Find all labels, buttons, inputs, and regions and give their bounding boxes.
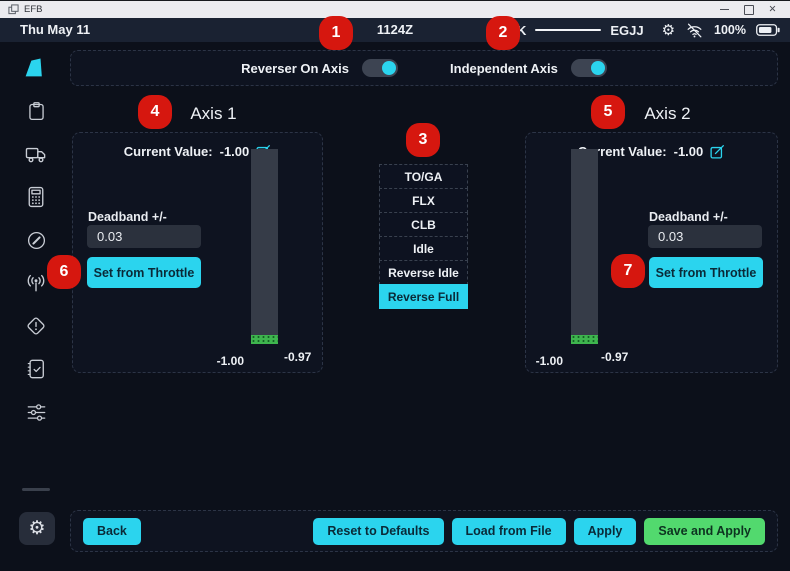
- reset-to-defaults-button[interactable]: Reset to Defaults: [313, 517, 444, 545]
- status-icons: ⚙ 100%: [662, 18, 780, 42]
- reverser-on-axis-toggle[interactable]: [362, 59, 399, 77]
- sliders-icon: [27, 403, 45, 421]
- axis2-value-bar: [571, 149, 598, 344]
- axis2-deadband-zone: [571, 335, 598, 344]
- antenna-icon: [27, 274, 45, 292]
- detent-toga[interactable]: TO/GA: [379, 164, 468, 189]
- axis-options-panel: Reverser On Axis Independent Axis: [70, 50, 778, 86]
- annotation-badge-3: 3: [406, 123, 440, 157]
- sidebar-item-comms[interactable]: [25, 272, 47, 294]
- status-date: Thu May 11: [20, 22, 91, 37]
- detent-flx[interactable]: FLX: [379, 188, 468, 213]
- sidebar-item-navigation[interactable]: [25, 229, 47, 251]
- detent-clb[interactable]: CLB: [379, 212, 468, 237]
- window-controls: [719, 4, 784, 15]
- axis2-range-high: -0.97: [601, 350, 629, 364]
- footer-bar: Back Reset to Defaults Load from File Ap…: [70, 510, 778, 552]
- edit-icon[interactable]: [710, 144, 725, 159]
- route-origin: K: [517, 22, 527, 38]
- wifi-off-icon: [687, 23, 702, 37]
- axis2-current-value-row: Current Value: -1.00: [526, 144, 777, 159]
- os-titlebar: EFB: [0, 0, 790, 18]
- axis1-set-from-throttle-button[interactable]: Set from Throttle: [87, 257, 201, 288]
- axis2-title: Axis 2: [644, 104, 691, 123]
- maximize-icon[interactable]: [743, 4, 754, 15]
- efb-statusbar: Thu May 11 1124Z K EGJJ ⚙ 100%: [0, 18, 790, 42]
- axis1-range-high: -0.97: [284, 350, 312, 364]
- annotation-badge-4: 4: [138, 95, 172, 129]
- detent-reverse-idle[interactable]: Reverse Idle: [379, 260, 468, 285]
- route-destination: EGJJ: [610, 22, 644, 38]
- axis1-title: Axis 1: [190, 104, 237, 123]
- caution-diamond-icon: [27, 317, 45, 335]
- back-button[interactable]: Back: [83, 517, 141, 545]
- reverser-on-axis-group: Reverser On Axis: [241, 59, 399, 77]
- current-value-label: Current Value:: [577, 144, 667, 159]
- annotation-badge-2: 2: [486, 16, 520, 50]
- reverser-on-axis-label: Reverser On Axis: [241, 60, 350, 76]
- clipboard-icon: [28, 101, 44, 120]
- sidebar: ⚙: [0, 42, 62, 571]
- load-from-file-button[interactable]: Load from File: [451, 517, 566, 545]
- current-value-label: Current Value:: [123, 144, 213, 159]
- detent-idle[interactable]: Idle: [379, 236, 468, 261]
- axis1-deadband-label: Deadband +/-: [88, 210, 167, 224]
- independent-axis-label: Independent Axis: [450, 60, 558, 76]
- axis1-deadband-input[interactable]: [87, 225, 201, 248]
- independent-axis-toggle[interactable]: [570, 59, 607, 77]
- sidebar-item-performance[interactable]: [25, 186, 47, 208]
- battery-icon: [756, 24, 780, 36]
- axis1-current-value-row: Current Value: -1.00: [73, 144, 322, 159]
- save-and-apply-button[interactable]: Save and Apply: [644, 517, 765, 545]
- sidebar-item-options[interactable]: [25, 401, 47, 423]
- truck-icon: [25, 147, 46, 163]
- annotation-badge-7: 7: [611, 254, 645, 288]
- axis2-deadband-label: Deadband +/-: [649, 210, 728, 224]
- sidebar-item-failures[interactable]: [25, 315, 47, 337]
- airline-logo-icon: [25, 58, 42, 77]
- axis2-set-from-throttle-button[interactable]: Set from Throttle: [649, 257, 763, 288]
- compass-icon: [27, 231, 45, 249]
- minimize-icon[interactable]: [719, 4, 730, 15]
- sidebar-item-checklists[interactable]: [25, 358, 47, 380]
- checklist-icon: [27, 359, 44, 379]
- annotation-badge-1: 1: [319, 16, 353, 50]
- status-time: 1124Z: [376, 22, 414, 37]
- gear-icon[interactable]: ⚙: [661, 21, 676, 39]
- axis1-value-bar: [251, 149, 278, 344]
- annotation-badge-6: 6: [47, 255, 81, 289]
- current-value: -1.00: [673, 144, 704, 159]
- axis2-deadband-input[interactable]: [648, 225, 762, 248]
- battery-percentage: 100%: [714, 23, 746, 37]
- axis1-panel: Current Value: -1.00 -1.00 -0.97 Deadban…: [72, 132, 323, 373]
- window-title: EFB: [24, 4, 43, 15]
- axis1-range-low: -1.00: [216, 354, 244, 368]
- detent-reverse-full[interactable]: Reverse Full: [379, 284, 468, 309]
- axis1-deadband-zone: [251, 335, 278, 344]
- gear-icon: ⚙: [28, 518, 46, 539]
- sidebar-item-clipboard[interactable]: [25, 100, 47, 122]
- flight-progress-line: [535, 28, 602, 32]
- sidebar-item-ground-services[interactable]: [25, 143, 47, 165]
- sidebar-item-settings-active[interactable]: ⚙: [19, 512, 55, 545]
- app-icon: [8, 4, 19, 15]
- calculator-icon: [28, 186, 44, 208]
- axis2-range-low: -1.00: [535, 354, 563, 368]
- sidebar-divider: [22, 488, 50, 491]
- flight-route: K EGJJ: [517, 18, 644, 42]
- axis2-panel: Current Value: -1.00 -1.00 -0.97 Deadban…: [525, 132, 778, 373]
- current-value: -1.00: [219, 144, 250, 159]
- detent-list: TO/GA FLX CLB Idle Reverse Idle Reverse …: [379, 164, 468, 309]
- annotation-badge-5: 5: [591, 95, 625, 129]
- close-icon[interactable]: [767, 4, 778, 15]
- apply-button[interactable]: Apply: [573, 517, 637, 545]
- independent-axis-group: Independent Axis: [450, 59, 607, 77]
